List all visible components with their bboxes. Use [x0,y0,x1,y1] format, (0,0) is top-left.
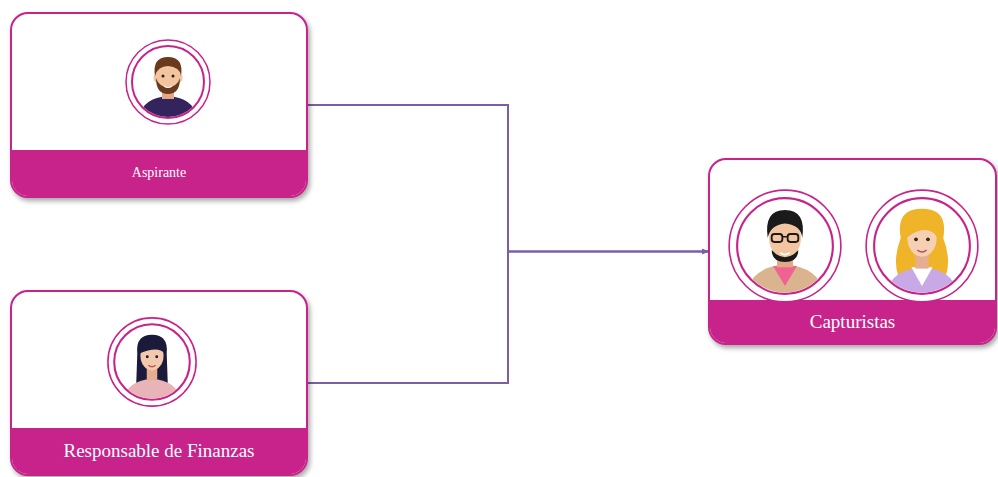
actor-card: Capturistas [708,158,997,345]
actor-name: Capturistas [810,311,896,333]
flow-connector [308,252,708,384]
avatar-figure [123,335,182,404]
actor-card: Aspirante [10,12,308,198]
avatar-ring [132,46,204,118]
avatar-ring [874,198,970,294]
avatar-ring [114,324,190,400]
avatar-ring [729,190,841,302]
flow-connector [308,105,708,252]
avatar-figure [885,209,959,299]
avatar-ring [866,190,978,302]
avatar-ring [108,318,196,406]
avatar-figure [138,57,198,122]
name-band: Aspirante [12,150,306,196]
avatar-woman-dark [108,318,196,406]
avatar-ring [737,198,833,294]
avatar-man-beard [126,40,210,124]
actor-name: Aspirante [132,165,186,181]
avatar-ring [126,40,210,124]
avatar-woman-blonde [866,190,978,302]
name-band: Responsable de Finanzas [12,428,306,474]
actor-card: Responsable de Finanzas [10,290,308,476]
avatar-figure [745,210,825,299]
avatar-man-glasses [729,190,841,302]
actor-name: Responsable de Finanzas [63,440,254,462]
name-band: Capturistas [710,300,995,343]
